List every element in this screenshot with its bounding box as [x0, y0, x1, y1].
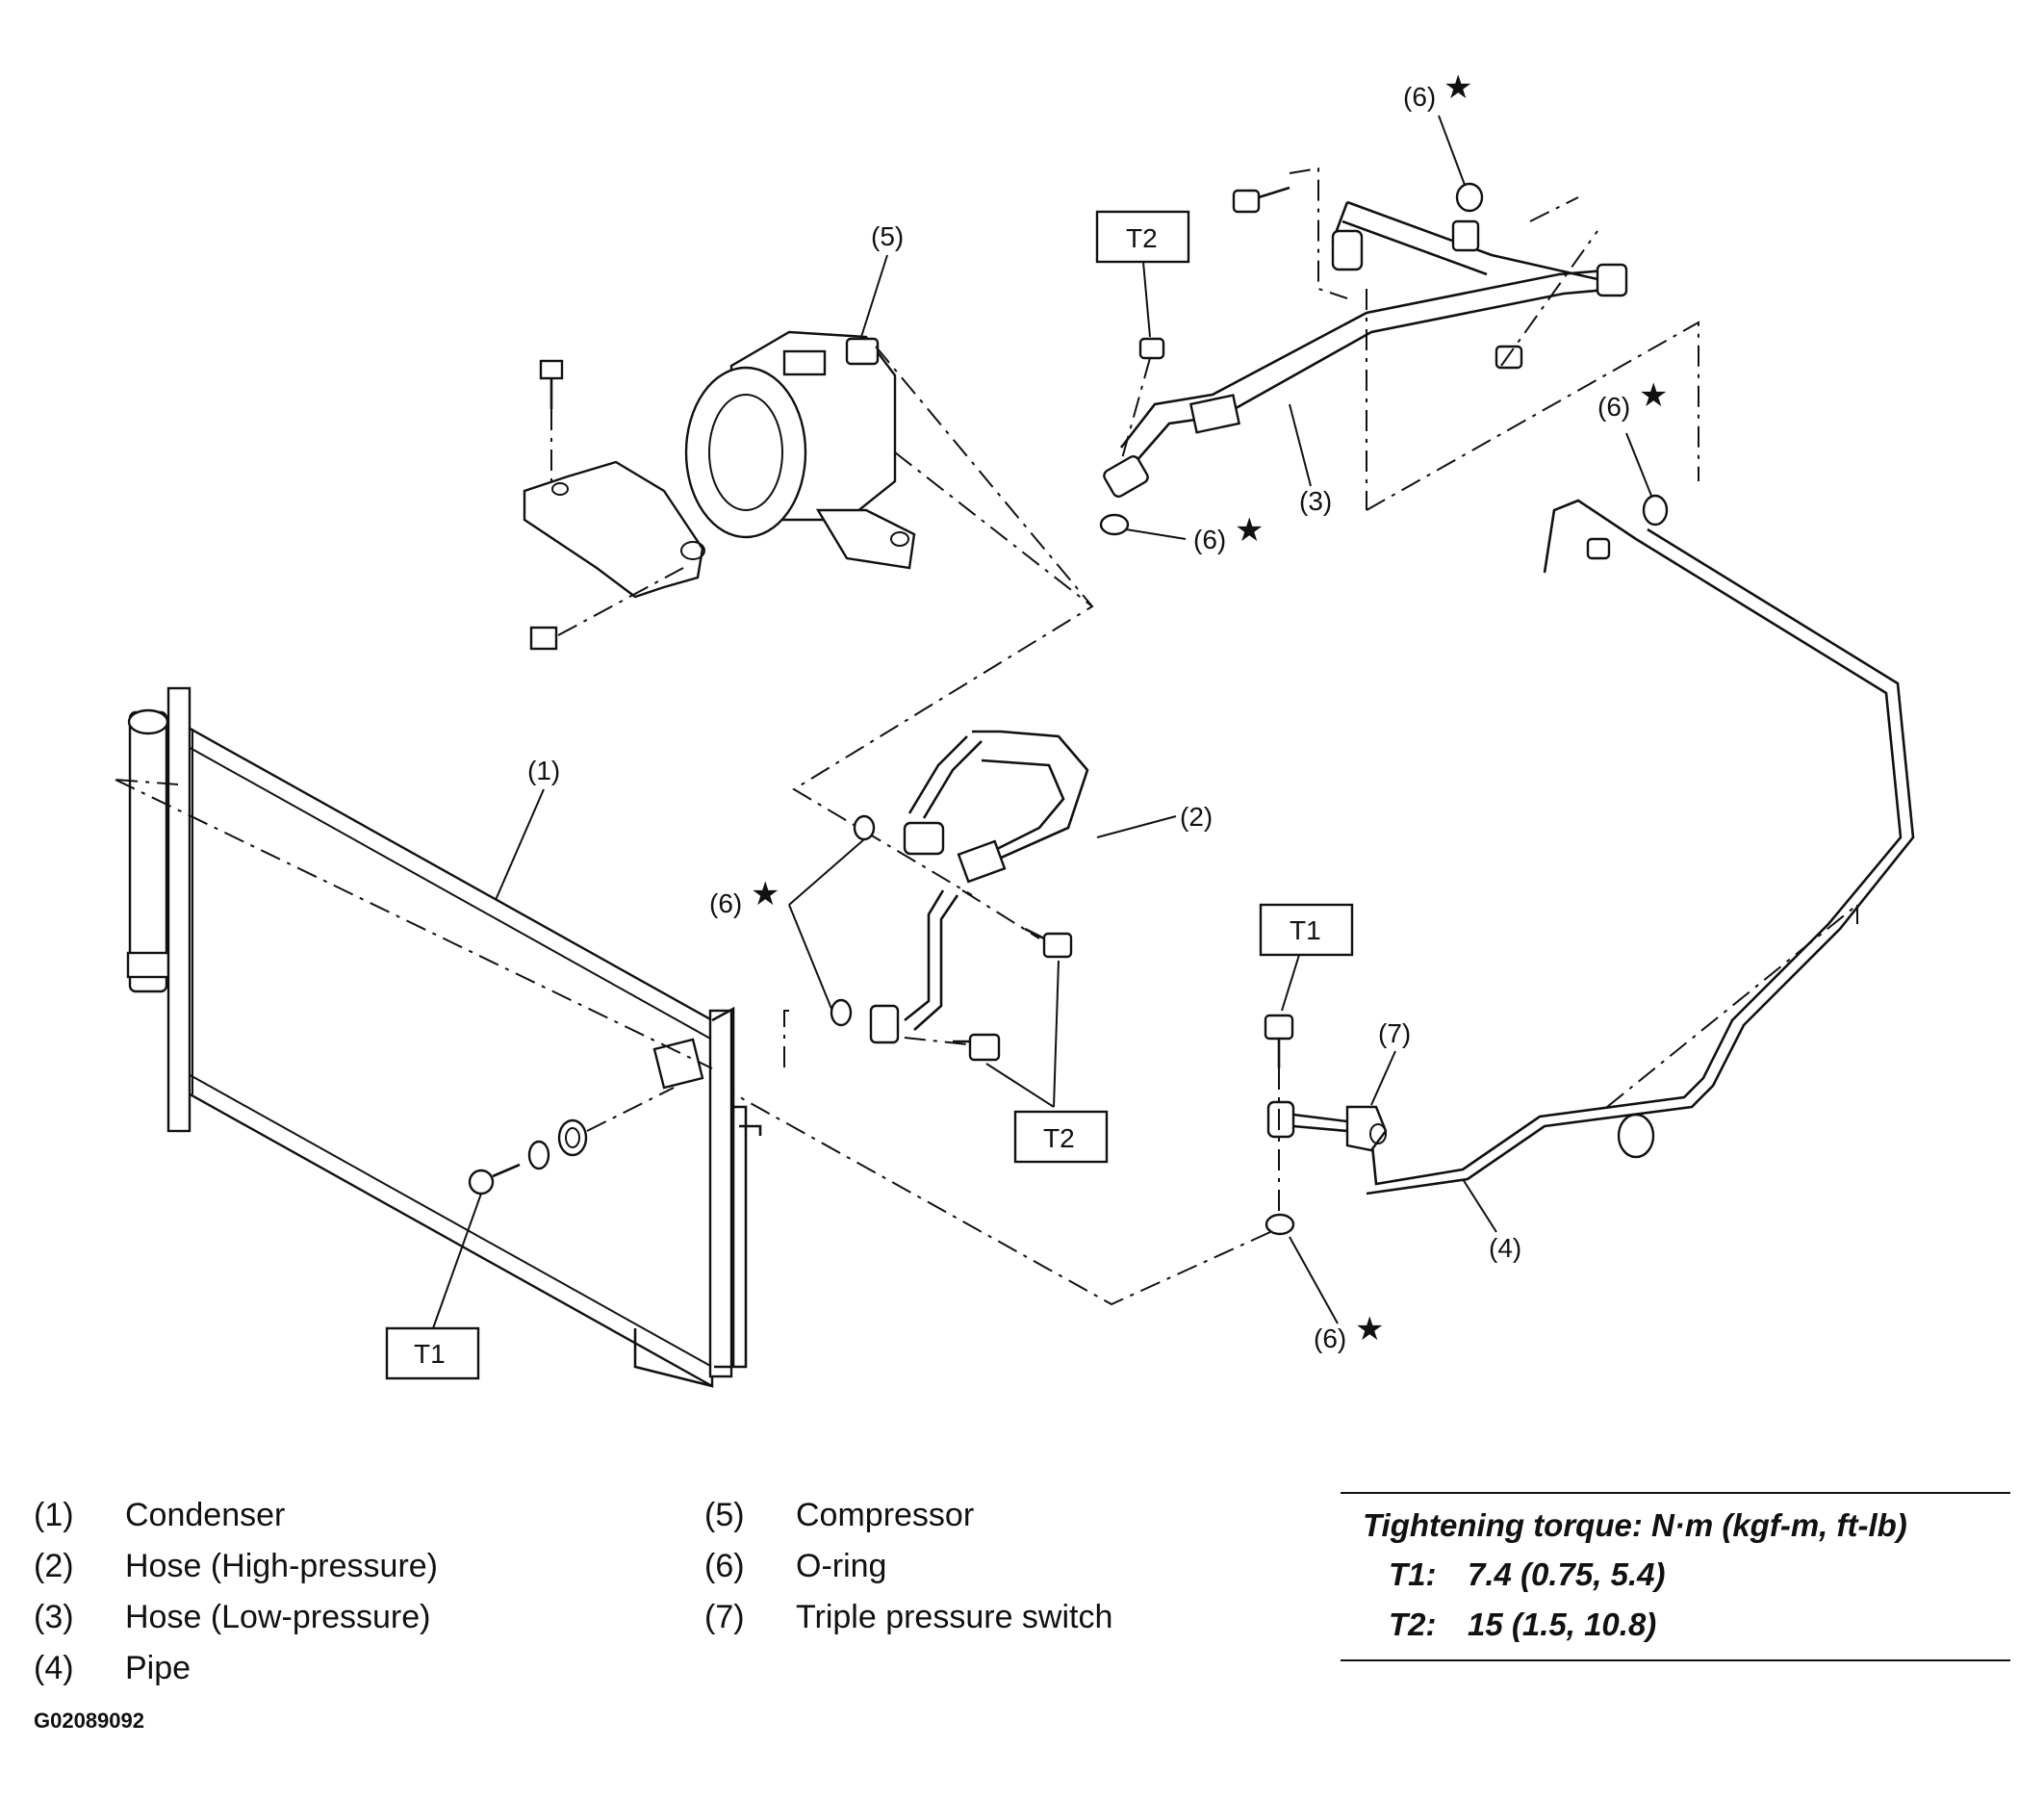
tightening-torque-table: Tightening torque: N·m (kgf-m, ft-lb) T1… [1341, 1492, 2010, 1661]
torque-row: T2: 15 (1.5, 10.8) [1341, 1600, 2010, 1650]
torque-value: 7.4 (0.75, 5.4) [1468, 1556, 1666, 1592]
legend-item: (3) Hose (Low-pressure) [34, 1592, 438, 1643]
torque-label-t1-left: T1 [414, 1339, 446, 1369]
t2-bolt-top [1138, 337, 1165, 360]
t1-bolt-right [1264, 1014, 1294, 1041]
torque-box-t1-right [1259, 903, 1354, 957]
legend-item: (5) Compressor [704, 1490, 1112, 1541]
hose-high-pressure [869, 730, 1089, 1044]
o-ring [1099, 513, 1130, 536]
star-6-hose3-low: ★ [1235, 511, 1264, 550]
condenser [115, 686, 762, 1389]
star-6-hose2: ★ [751, 875, 779, 913]
o-ring [1455, 182, 1484, 213]
torque-box-t1-left [385, 1326, 480, 1380]
legend-label: Hose (Low-pressure) [125, 1599, 431, 1635]
legend-num: (5) [704, 1497, 745, 1533]
callout-6-pipe: (6) [1597, 392, 1630, 422]
hose3-bracket-bolt [1232, 167, 1598, 510]
legend-left: (1) Condenser (2) Hose (High-pressure) (3)… [34, 1490, 438, 1694]
callout-4: (4) [1489, 1233, 1521, 1263]
torque-label-t1-right: T1 [1290, 915, 1321, 945]
star-6-bottom: ★ [1355, 1310, 1384, 1349]
legend-label: Compressor [796, 1497, 975, 1533]
callout-5: (5) [871, 221, 904, 251]
legend-num: (2) [34, 1548, 74, 1584]
pipe [1366, 499, 1915, 1195]
ac-system-exploded-diagram: (1) T1 (5) [115, 68, 1915, 1389]
callout-6-bottom: (6) [1314, 1324, 1346, 1353]
torque-box-t2-top [1095, 210, 1190, 264]
legend-num: (3) [34, 1599, 74, 1635]
star-6-top: ★ [1444, 68, 1472, 107]
legend-num: (7) [704, 1599, 745, 1635]
callout-3: (3) [1299, 486, 1332, 516]
star-6-pipe: ★ [1639, 376, 1668, 415]
compressor [523, 330, 916, 599]
hose-low-pressure [1103, 200, 1628, 498]
torque-key: T2: [1389, 1606, 1437, 1642]
torque-label-t2-mid: T2 [1043, 1123, 1075, 1153]
legend-item: (7) Triple pressure switch [704, 1592, 1112, 1643]
legend-label: Condenser [125, 1497, 286, 1533]
legend-item: (6) O-ring [704, 1541, 1112, 1592]
bracket-bolt-top [539, 359, 564, 486]
o-ring [1265, 1213, 1295, 1236]
legend-label: Pipe [125, 1650, 192, 1686]
torque-key: T1: [1389, 1556, 1437, 1592]
bracket-nut-bottom [529, 567, 684, 651]
torque-table-title: Tightening torque: N·m (kgf-m, ft-lb) [1363, 1507, 1907, 1543]
legend-num: (1) [34, 1497, 74, 1533]
torque-box-t2-mid [1013, 1110, 1109, 1164]
callout-6-hose3-low: (6) [1193, 525, 1226, 554]
triple-pressure-switch [1266, 1100, 1388, 1152]
condenser-bolt [468, 1087, 675, 1195]
legend-label: O-ring [796, 1548, 887, 1584]
legend-label: Hose (High-pressure) [125, 1548, 438, 1584]
legend-label: Triple pressure switch [796, 1599, 1113, 1635]
callout-1: (1) [527, 756, 560, 785]
torque-label-t2-top: T2 [1126, 223, 1158, 253]
legend-item: (1) Condenser [34, 1490, 438, 1541]
legend-item: (4) Pipe [34, 1643, 438, 1694]
figure-id: G02089092 [34, 1709, 144, 1733]
legend-num: (6) [704, 1548, 745, 1584]
o-ring [1642, 494, 1669, 527]
hose2-bolts [904, 889, 1073, 1062]
legend-item: (2) Hose (High-pressure) [34, 1541, 438, 1592]
legend-middle: (5) Compressor (6) O-ring (7) Triple pressu… [704, 1490, 1112, 1643]
callout-7: (7) [1378, 1018, 1411, 1048]
callout-6-top: (6) [1403, 82, 1436, 112]
legend-num: (4) [34, 1650, 74, 1686]
torque-value: 15 (1.5, 10.8) [1468, 1606, 1657, 1642]
o-ring [853, 814, 876, 841]
torque-row: T1: 7.4 (0.75, 5.4) [1341, 1550, 2010, 1600]
callout-6-hose2: (6) [709, 888, 742, 918]
o-ring [830, 998, 853, 1027]
callout-2: (2) [1180, 802, 1213, 832]
